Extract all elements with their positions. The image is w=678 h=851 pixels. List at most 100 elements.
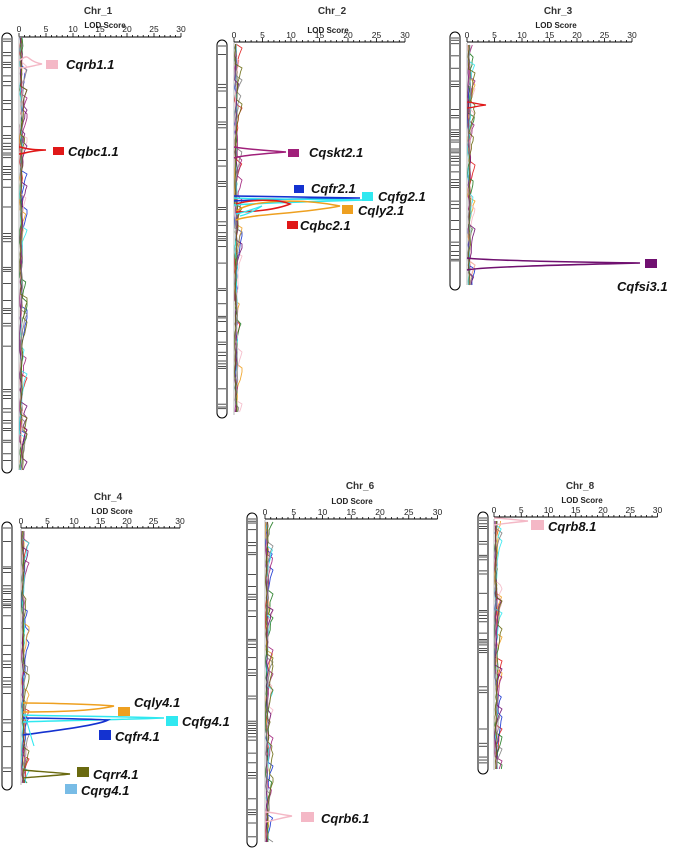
- tick-label: 30: [627, 30, 637, 40]
- tick-label: 30: [653, 505, 663, 515]
- tick-label: 20: [572, 30, 582, 40]
- lod-trace: [19, 37, 28, 471]
- lod-trace: [467, 44, 476, 286]
- qtl-label-cqfr4-1: Cqfr4.1: [115, 729, 160, 744]
- qtl-curve-cqskt2-1: [233, 146, 287, 159]
- qtl-marker-cqfg2-1: [362, 192, 373, 201]
- chromosome-outline: [1, 32, 13, 474]
- qtl-marker-cqskt2-1: [288, 149, 299, 157]
- tick-label: 10: [517, 30, 527, 40]
- tick-label: 20: [343, 30, 353, 40]
- tick-label: 0: [19, 516, 24, 526]
- marker-bands: [3, 527, 11, 772]
- qtl-marker-cqbc1-1: [53, 147, 64, 155]
- qtl-label-cqfg2-1: Cqfg2.1: [378, 189, 426, 204]
- qtl-marker-cqrg4-1: [65, 784, 77, 794]
- tick-label: 25: [372, 30, 382, 40]
- axis-title-chr6: LOD Score: [331, 497, 373, 506]
- qtl-curve-cqrr4-1: [22, 769, 71, 779]
- tick-label: 20: [122, 24, 132, 34]
- qtl-curve-cqbc1-1: [18, 146, 47, 155]
- lod-traces-chr2: [233, 42, 243, 415]
- lod-traces-chr3: [466, 43, 476, 286]
- lod-trace: [21, 530, 30, 784]
- tick-label: 30: [175, 516, 185, 526]
- tick-label: 25: [149, 24, 159, 34]
- marker-bands: [218, 45, 226, 410]
- tick-label: 15: [95, 24, 105, 34]
- qtl-curve-cqly2-1: [235, 200, 341, 221]
- lod-trace: [265, 521, 274, 843]
- qtl-curve-cqbc2-1: [235, 199, 292, 213]
- tick-label: 0: [17, 24, 22, 34]
- chromosome-chr3: [449, 31, 461, 291]
- tick-label: 5: [519, 505, 524, 515]
- qtl-marker-cqrb8-1: [531, 520, 544, 530]
- panel-title-chr3: Chr_3: [544, 6, 573, 17]
- axis-title-chr1: LOD Score: [84, 21, 126, 30]
- tick-label: 5: [291, 507, 296, 517]
- qtl-curve-red-minor: [466, 101, 487, 109]
- qtl-marker-cqfsi3-1: [645, 259, 657, 268]
- qtl-marker-cqrb6-1: [301, 812, 314, 822]
- lod-trace: [21, 530, 30, 784]
- axis-title-chr8: LOD Score: [561, 496, 603, 505]
- marker-bands: [248, 518, 256, 838]
- qtl-label-cqrb1-1: Cqrb1.1: [66, 57, 114, 72]
- qtl-curve-cqly4-1: [22, 702, 115, 713]
- tick-label: 10: [544, 505, 554, 515]
- tick-label: 15: [96, 516, 106, 526]
- tick-label: 5: [45, 516, 50, 526]
- panel-title-chr2: Chr_2: [318, 6, 347, 17]
- tick-label: 15: [347, 507, 357, 517]
- axis-title-chr4: LOD Score: [91, 507, 133, 516]
- qtl-curve-cqfr4-1: [22, 717, 112, 736]
- tick-label: 0: [263, 507, 268, 517]
- lod-trace: [21, 530, 30, 784]
- qtl-curve-cqfg4-1: [22, 714, 165, 723]
- marker-bands: [451, 37, 459, 262]
- panel-title-chr4: Chr_4: [94, 492, 123, 503]
- tick-label: 10: [318, 507, 328, 517]
- tick-label: 5: [260, 30, 265, 40]
- qtl-label-cqbc1-1: Cqbc1.1: [68, 144, 119, 159]
- qtl-label-cqly4-1: Cqly4.1: [134, 695, 180, 710]
- tick-label: 30: [433, 507, 443, 517]
- tick-label: 15: [545, 30, 555, 40]
- lod-axis-chr1: 0 5 10 15 20 25 30: [17, 24, 186, 38]
- qtl-marker-cqrr4-1: [77, 767, 89, 777]
- tick-label: 30: [400, 30, 410, 40]
- qtl-label-cqrg4-1: Cqrg4.1: [81, 783, 129, 798]
- tick-label: 10: [69, 516, 79, 526]
- qtl-curve-cqrb8-1: [493, 517, 529, 526]
- lod-trace: [265, 521, 274, 843]
- tick-label: 5: [492, 30, 497, 40]
- lod-traces-chr1: [18, 36, 28, 471]
- chromosome-chr4: [1, 521, 13, 791]
- tick-label: 20: [375, 507, 385, 517]
- tick-label: 30: [176, 24, 186, 34]
- qtl-curve-cyan-secondary: [235, 205, 263, 217]
- chromosome-outline: [246, 512, 258, 848]
- qtl-label-cqskt2-1: Cqskt2.1: [309, 145, 363, 160]
- tick-label: 0: [232, 30, 237, 40]
- qtl-label-cqrb6-1: Cqrb6.1: [321, 811, 369, 826]
- qtl-label-cqbc2-1: Cqbc2.1: [300, 218, 351, 233]
- lod-trace: [234, 43, 243, 413]
- qtl-label-cqrb8-1: Cqrb8.1: [548, 519, 596, 534]
- qtl-marker-cqrb1-1: [46, 60, 58, 69]
- tick-label: 5: [44, 24, 49, 34]
- lod-trace: [494, 521, 503, 770]
- qtl-marker-cqly2-1: [342, 205, 353, 214]
- tick-label: 10: [286, 30, 296, 40]
- chromosome-outline: [1, 521, 13, 791]
- axis-title-chr3: LOD Score: [535, 21, 577, 30]
- lod-trace: [467, 45, 473, 285]
- tick-label: 10: [68, 24, 78, 34]
- qtl-label-cqly2-1: Cqly2.1: [358, 203, 404, 218]
- tick-label: 25: [626, 505, 636, 515]
